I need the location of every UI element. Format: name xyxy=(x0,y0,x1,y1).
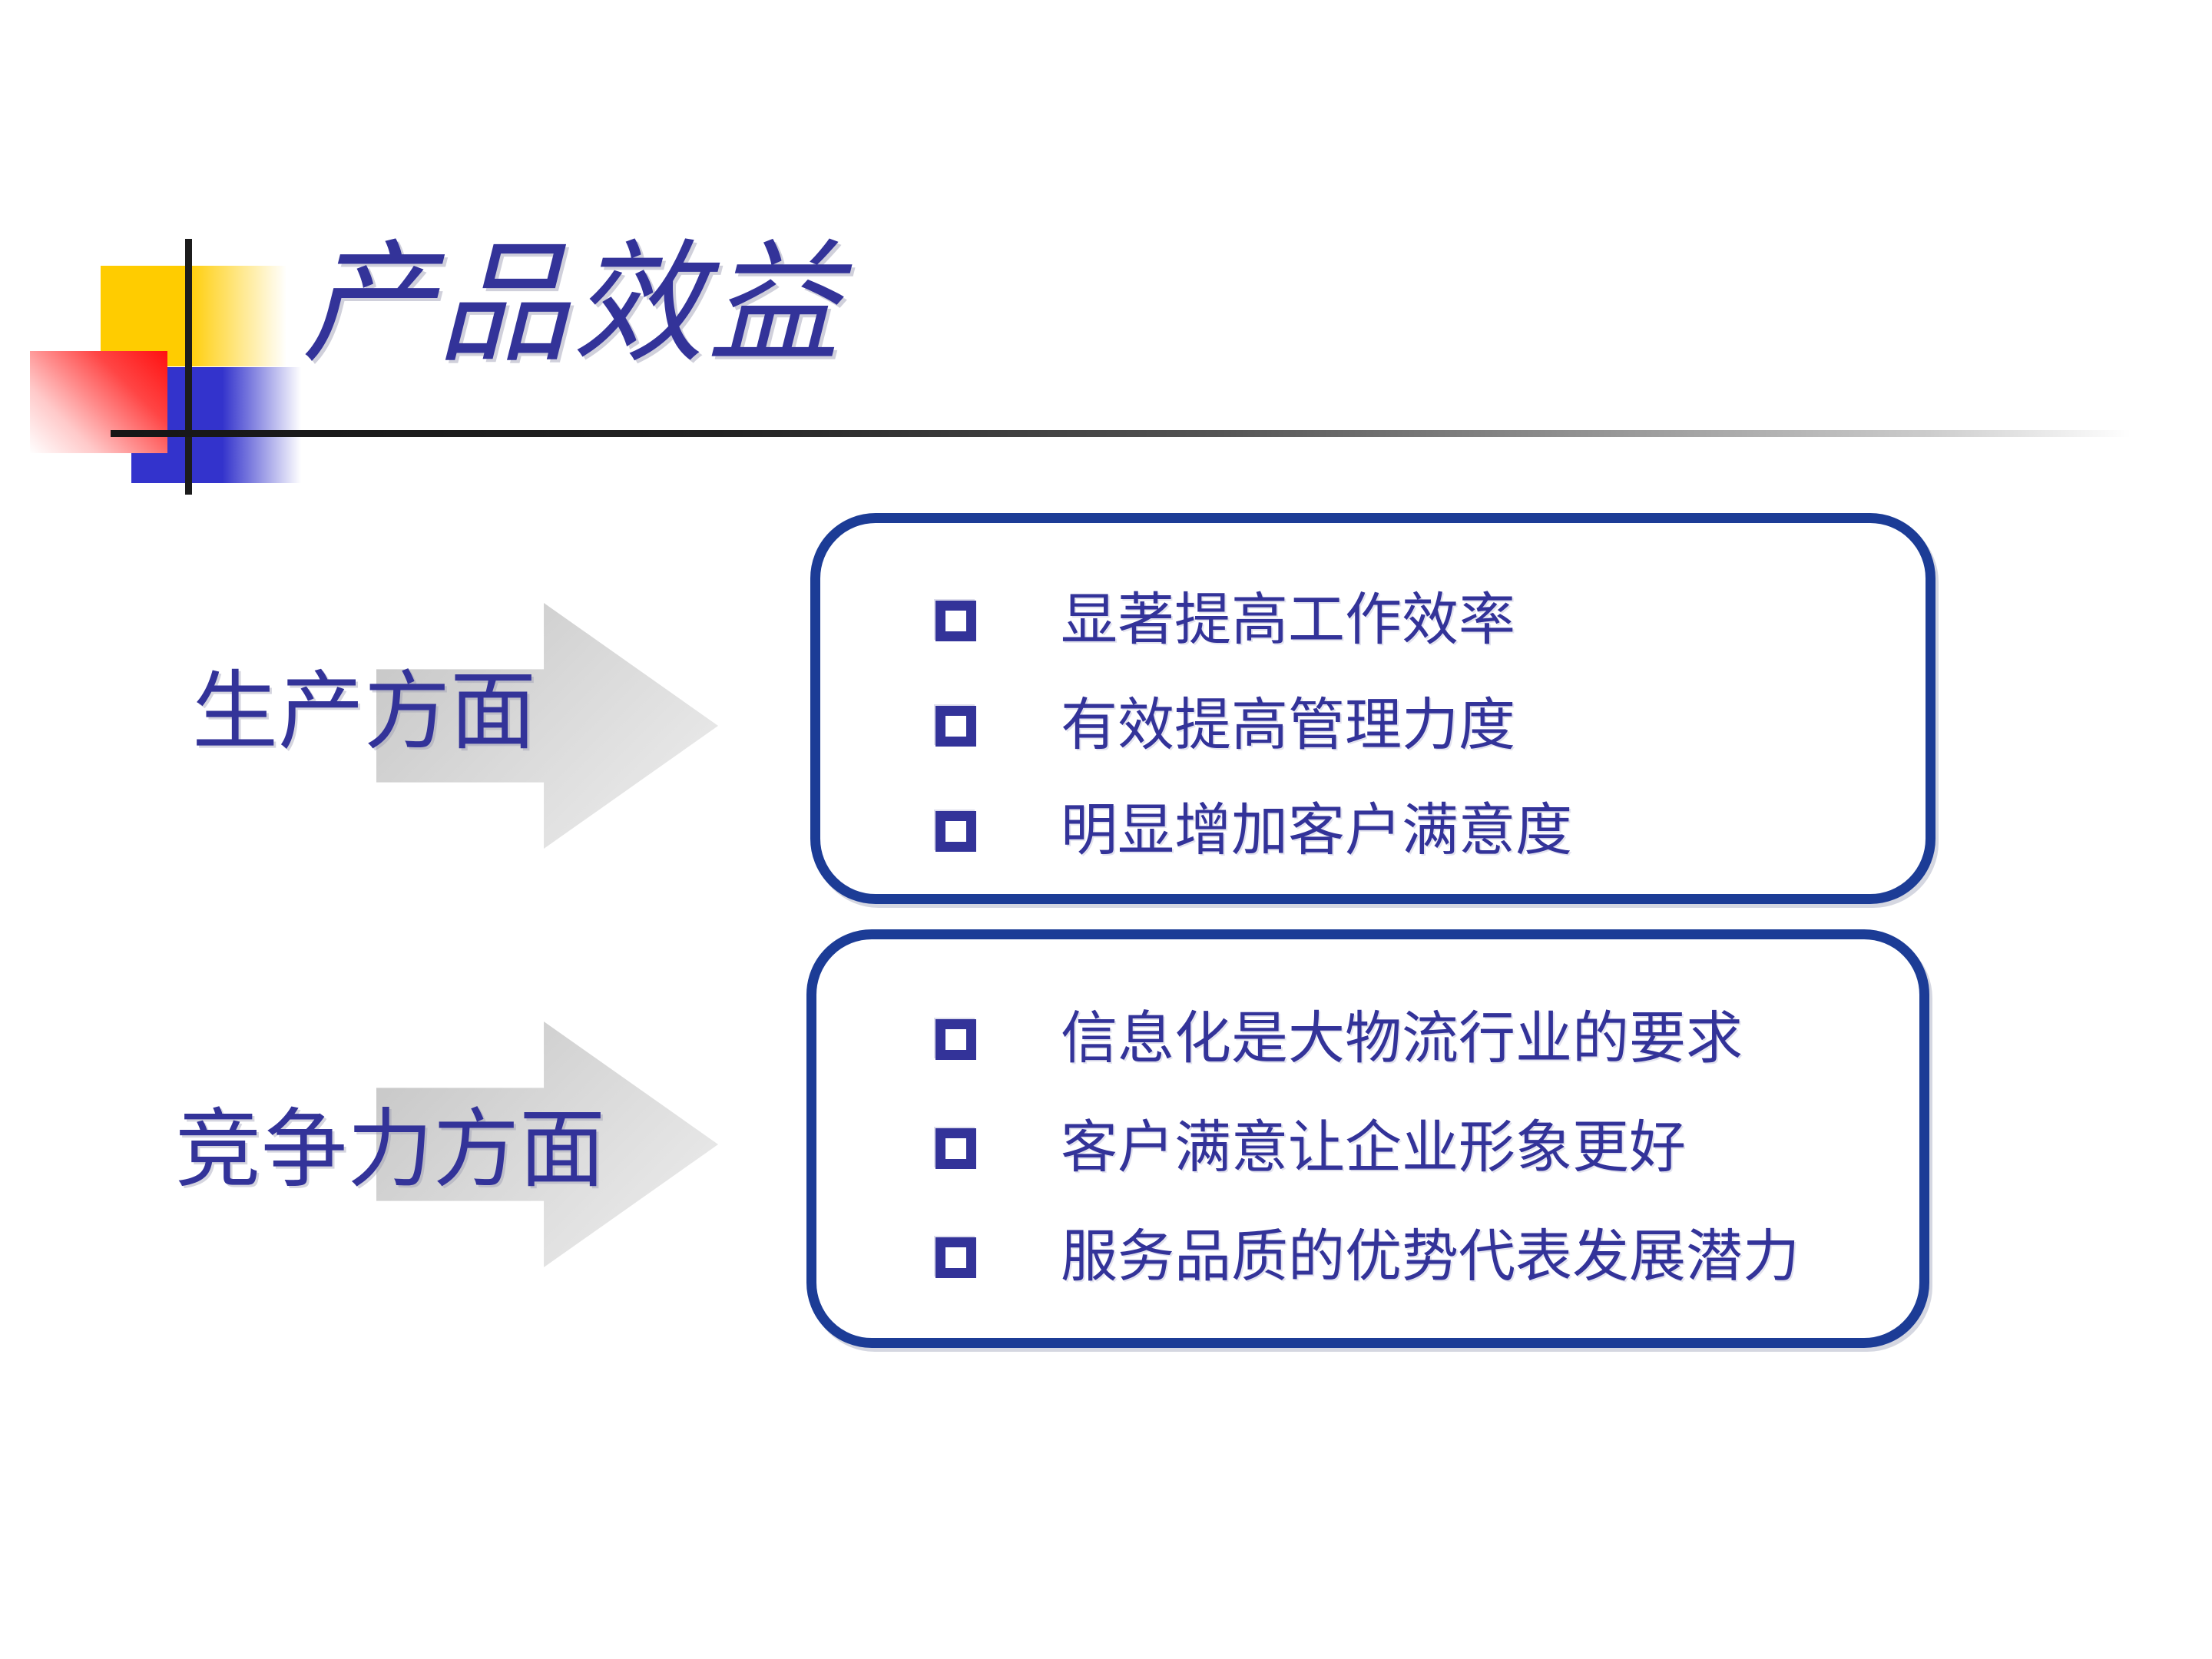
list-item: 明显增加客户满意度 xyxy=(935,803,1895,859)
benefit-box-competitiveness: 信息化是大物流行业的要求 客户满意让企业形象更好 服务品质的优势代表发展潜力 xyxy=(806,929,1929,1348)
list-item: 有效提高管理力度 xyxy=(935,697,1895,754)
checkbox-bullet-icon xyxy=(935,1018,976,1060)
title-underline-rule xyxy=(111,430,2131,437)
list-item-text: 显著提高工作效率 xyxy=(1061,589,1515,652)
list-item: 显著提高工作效率 xyxy=(935,592,1895,649)
benefit-box-production: 显著提高工作效率 有效提高管理力度 明显增加客户满意度 xyxy=(810,513,1936,904)
decor-red-square xyxy=(30,351,167,453)
checkbox-bullet-icon xyxy=(935,1128,976,1169)
checkbox-bullet-icon xyxy=(935,810,976,852)
list-item-text: 明显增加客户满意度 xyxy=(1061,800,1572,863)
list-item: 服务品质的优势代表发展潜力 xyxy=(935,1229,1889,1286)
list-item-text: 客户满意让企业形象更好 xyxy=(1061,1117,1686,1180)
list-item-text: 有效提高管理力度 xyxy=(1061,694,1515,757)
page-title: 产品效益 xyxy=(302,233,843,379)
section-label-competitiveness: 竞争力方面 xyxy=(175,1103,605,1198)
checkbox-bullet-icon xyxy=(935,1237,976,1278)
checkbox-bullet-icon xyxy=(935,600,976,641)
decor-vertical-line xyxy=(185,239,192,495)
decor-yellow-square xyxy=(101,266,294,366)
list-item-text: 服务品质的优势代表发展潜力 xyxy=(1061,1226,1800,1289)
list-item: 客户满意让企业形象更好 xyxy=(935,1120,1889,1177)
list-item: 信息化是大物流行业的要求 xyxy=(935,1011,1889,1068)
section-label-production: 生产方面 xyxy=(192,665,536,760)
checkbox-bullet-icon xyxy=(935,705,976,747)
list-item-text: 信息化是大物流行业的要求 xyxy=(1061,1008,1743,1071)
